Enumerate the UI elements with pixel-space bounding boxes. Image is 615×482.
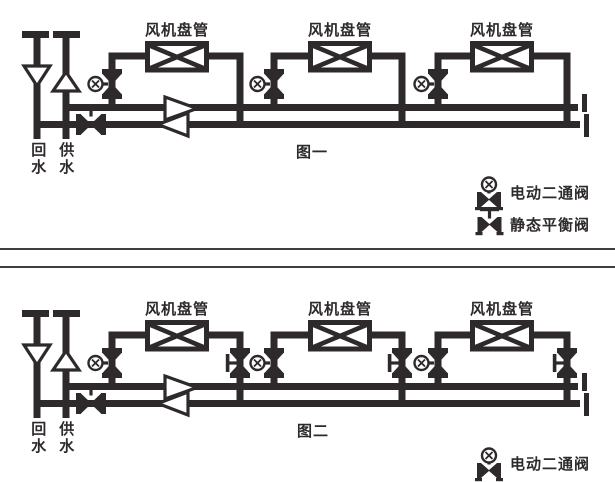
fan-coil-loop-3 <box>434 320 571 407</box>
fan-coil-loop-2 <box>270 320 406 407</box>
flow-arrow-down-icon <box>21 64 53 89</box>
fan-coil-loop-3 <box>434 41 571 128</box>
supply-riser-label: 供水 <box>57 421 76 455</box>
figure2-caption: 图二 <box>296 421 330 440</box>
flow-arrow-up-icon <box>49 348 83 372</box>
section-divider <box>0 248 615 268</box>
electric-two-way-valve-icon <box>251 348 285 378</box>
flow-arrow-left-icon <box>153 389 190 418</box>
static-balancing-valve-icon <box>476 207 504 235</box>
fan-coil-label: 风机盘管 <box>469 299 535 318</box>
fan-coil-label: 风机盘管 <box>307 299 373 318</box>
fan-coil-label: 风机盘管 <box>307 20 373 39</box>
fan-coil-label: 风机盘管 <box>469 20 535 39</box>
flow-arrow-left-icon <box>153 110 190 139</box>
electric-two-way-valve-icon <box>89 69 123 99</box>
fan-coil-loop-2 <box>270 41 406 128</box>
figure-2 <box>21 310 589 482</box>
fan-coil-label: 风机盘管 <box>144 20 210 39</box>
legend-electric-valve-label: 电动二通阀 <box>510 454 591 473</box>
legend-electric-valve-label: 电动二通阀 <box>510 183 591 202</box>
return-riser-label: 回水 <box>29 142 48 176</box>
electric-two-way-valve-icon <box>475 449 503 482</box>
fan-coil-label: 风机盘管 <box>144 299 210 318</box>
legend-balance-valve-label: 静态平衡阀 <box>510 215 591 234</box>
electric-two-way-valve-icon <box>89 348 123 378</box>
electric-two-way-valve-icon <box>415 348 449 378</box>
supply-riser-label: 供水 <box>57 142 76 176</box>
figure1-caption: 图一 <box>295 142 329 161</box>
electric-two-way-valve-icon <box>415 69 449 99</box>
electric-two-way-valve-icon <box>251 69 285 99</box>
figure-1 <box>21 31 589 235</box>
return-riser-label: 回水 <box>29 421 48 455</box>
flow-arrow-down-icon <box>21 343 53 368</box>
flow-arrow-up-icon <box>49 69 83 93</box>
electric-two-way-valve-icon <box>475 178 503 211</box>
